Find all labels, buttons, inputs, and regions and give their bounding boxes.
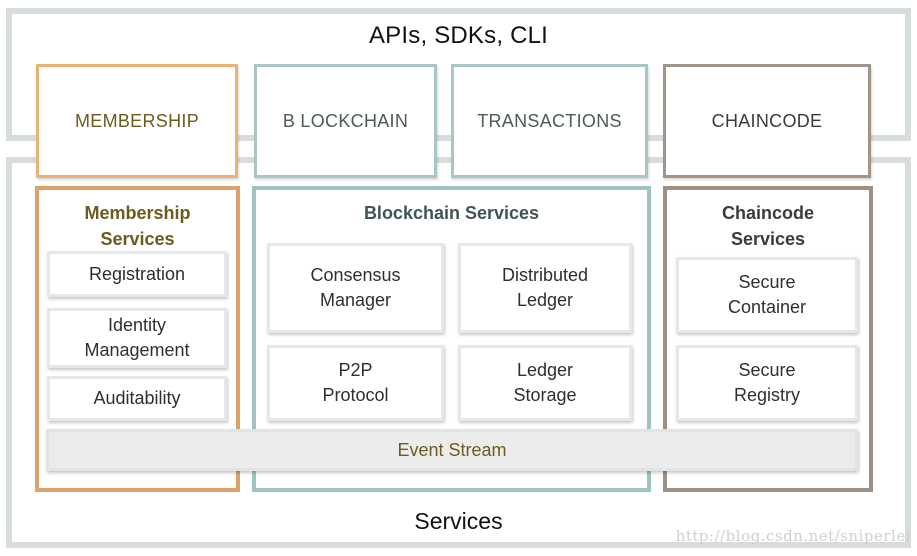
category-blockchain: B LOCKCHAIN — [254, 64, 437, 178]
blockchain-item-label: Distributed Ledger — [501, 265, 589, 310]
chaincode-services-title: Chaincode Services — [721, 203, 814, 249]
membership-item-label: Registration — [88, 263, 186, 284]
chaincode-item-label: Secure Registry — [733, 360, 800, 405]
blockchain-services-title: Blockchain Services — [363, 203, 540, 223]
membership-item-auditability: Auditability — [47, 376, 227, 421]
blockchain-item-label: Ledger Storage — [513, 360, 577, 405]
blockchain-item-consensus-manager: Consensus Manager — [267, 243, 444, 333]
membership-item-registration: Registration — [47, 251, 227, 297]
category-transactions-label: TRANSACTIONS — [477, 110, 622, 131]
blockchain-item-label: P2P Protocol — [322, 360, 389, 405]
membership-services-title: Membership Services — [84, 203, 191, 249]
category-membership-label: MEMBERSHIP — [74, 110, 200, 131]
membership-item-label: Auditability — [93, 388, 181, 408]
blockchain-item-p2p-protocol: P2P Protocol — [267, 345, 444, 421]
apis-layer-title: APIs, SDKs, CLI — [368, 22, 549, 49]
blockchain-item-distributed-ledger: Distributed Ledger — [458, 243, 632, 333]
blockchain-item-ledger-storage: Ledger Storage — [458, 345, 632, 421]
services-layer-title: Services — [414, 508, 503, 534]
watermark-text: http://blog.csdn.net/sniperlei — [675, 527, 911, 545]
category-membership: MEMBERSHIP — [36, 64, 238, 178]
chaincode-item-label: Secure Container — [727, 272, 807, 317]
membership-item-label: Identity Management — [84, 315, 190, 360]
category-chaincode-label: CHAINCODE — [711, 110, 823, 131]
category-transactions: TRANSACTIONS — [451, 64, 648, 178]
category-chaincode: CHAINCODE — [663, 64, 871, 178]
category-blockchain-label: B LOCKCHAIN — [282, 110, 409, 131]
event-stream-bar: Event Stream — [46, 429, 858, 471]
chaincode-item-secure-registry: Secure Registry — [676, 345, 858, 421]
membership-item-identity-management: Identity Management — [47, 308, 227, 368]
chaincode-item-secure-container: Secure Container — [676, 257, 858, 333]
blockchain-item-label: Consensus Manager — [310, 265, 401, 310]
event-stream-label: Event Stream — [397, 439, 507, 460]
